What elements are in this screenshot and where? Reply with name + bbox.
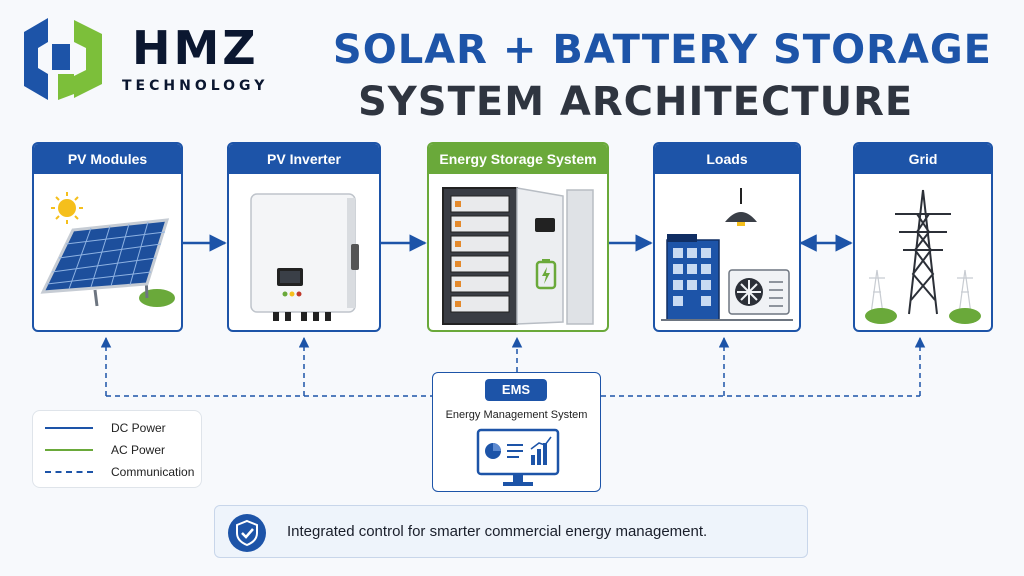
- legend-label-dc: DC Power: [111, 421, 166, 435]
- energy-storage-label: Energy Storage System: [429, 144, 607, 174]
- info-banner: Integrated control for smarter commercia…: [214, 505, 808, 558]
- transmission-tower-icon: [865, 189, 981, 324]
- hmz-logo-icon: [24, 18, 102, 100]
- legend-swatch-communication: [45, 471, 93, 473]
- legend-swatch-dc: [45, 427, 93, 429]
- ems-label: EMS: [485, 379, 547, 401]
- pv-inverter-card: PV Inverter: [227, 142, 381, 332]
- communication-lines: [100, 336, 926, 397]
- pv-inverter-label: PV Inverter: [229, 144, 379, 174]
- legend-label-communication: Communication: [111, 465, 195, 479]
- legend-label-ac: AC Power: [111, 443, 166, 457]
- legend-swatch-ac: [45, 449, 93, 451]
- page-title-line2: SYSTEM ARCHITECTURE: [358, 79, 914, 125]
- solar-panel-icon: [40, 192, 175, 307]
- brand-subtitle: TECHNOLOGY: [122, 78, 269, 94]
- monitor-dashboard-icon: [476, 428, 560, 486]
- grid-card: Grid: [853, 142, 993, 332]
- shield-check-icon: [228, 514, 266, 552]
- legend-item-ac: AC Power: [45, 443, 165, 457]
- ems-box: EMS Energy Management System: [432, 372, 601, 492]
- legend-item-dc: DC Power: [45, 421, 166, 435]
- pv-modules-label: PV Modules: [34, 144, 181, 174]
- loads-label: Loads: [655, 144, 799, 174]
- building-icon: [661, 188, 793, 321]
- inverter-icon: [250, 193, 359, 321]
- battery-cabinet-icon: [442, 187, 594, 325]
- grid-label: Grid: [855, 144, 991, 174]
- brand-name: HMZ: [132, 21, 259, 75]
- legend: DC Power AC Power Communication: [32, 410, 202, 488]
- banner-text: Integrated control for smarter commercia…: [287, 523, 708, 540]
- loads-card: Loads: [653, 142, 801, 332]
- pv-modules-card: PV Modules: [32, 142, 183, 332]
- ems-description: Energy Management System: [445, 409, 588, 421]
- legend-item-communication: Communication: [45, 465, 194, 479]
- energy-storage-card: Energy Storage System: [427, 142, 609, 332]
- page-title-line1: SOLAR + BATTERY STORAGE: [332, 27, 992, 73]
